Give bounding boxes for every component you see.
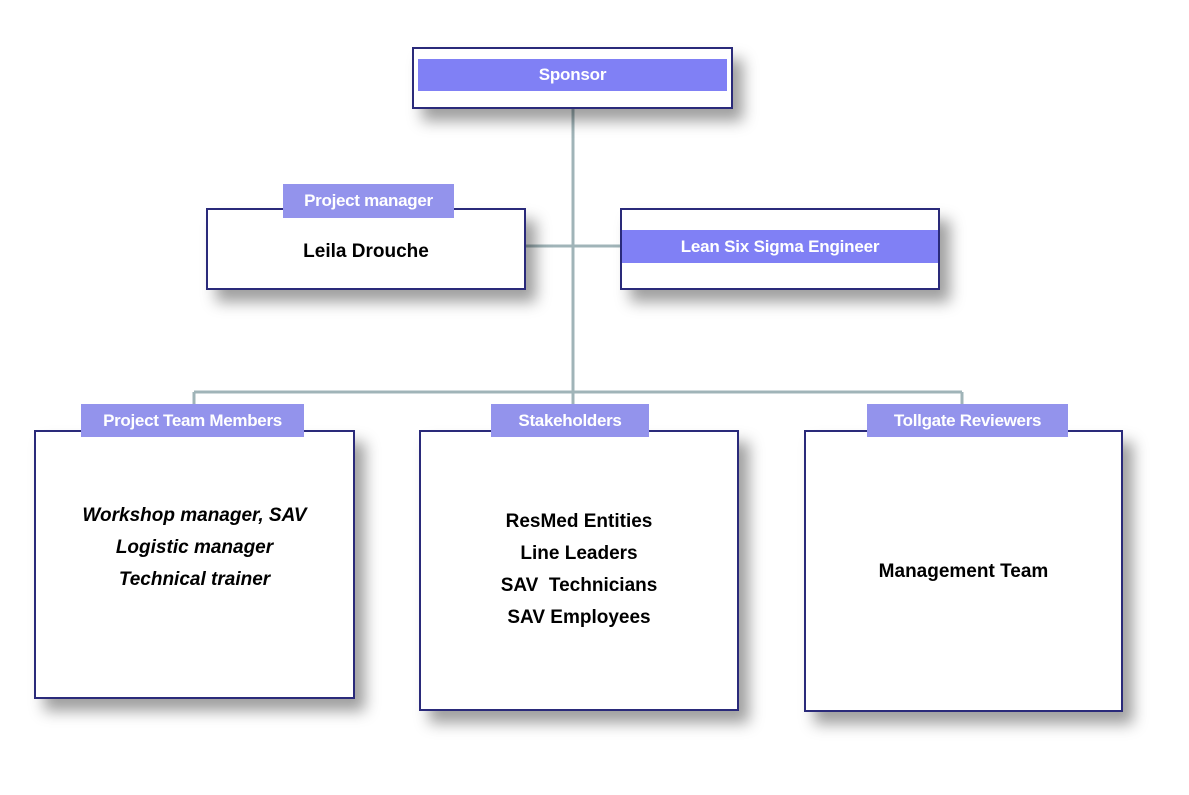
- project-manager-name: Leila Drouche: [303, 241, 429, 262]
- reviewers-tab: Tollgate Reviewers: [867, 404, 1068, 437]
- stakeholder-line: ResMed Entities: [505, 511, 653, 532]
- project-manager-box: Leila Drouche: [206, 208, 526, 290]
- stakeholder-line: SAV Employees: [507, 607, 651, 628]
- team-member-line: Logistic manager: [115, 537, 274, 558]
- stakeholder-line: SAV Technicians: [500, 575, 658, 596]
- team-member-line: Technical trainer: [118, 569, 271, 590]
- reviewers-box: Management Team: [804, 430, 1123, 712]
- team-members-box: Workshop manager, SAV Logistic manager T…: [34, 430, 355, 699]
- project-manager-tab: Project manager: [283, 184, 454, 218]
- team-member-line: Workshop manager, SAV: [82, 505, 307, 526]
- team-members-tab: Project Team Members: [81, 404, 304, 437]
- stakeholder-line: Line Leaders: [520, 543, 638, 564]
- sponsor-title: Sponsor: [418, 59, 727, 91]
- sponsor-box: Sponsor: [412, 47, 733, 109]
- lean-engineer-box: Lean Six Sigma Engineer: [620, 208, 940, 290]
- lean-engineer-title: Lean Six Sigma Engineer: [622, 230, 938, 263]
- reviewer-line: Management Team: [878, 561, 1049, 582]
- stakeholders-box: ResMed Entities Line Leaders SAV Technic…: [419, 430, 739, 711]
- stakeholders-tab: Stakeholders: [491, 404, 649, 437]
